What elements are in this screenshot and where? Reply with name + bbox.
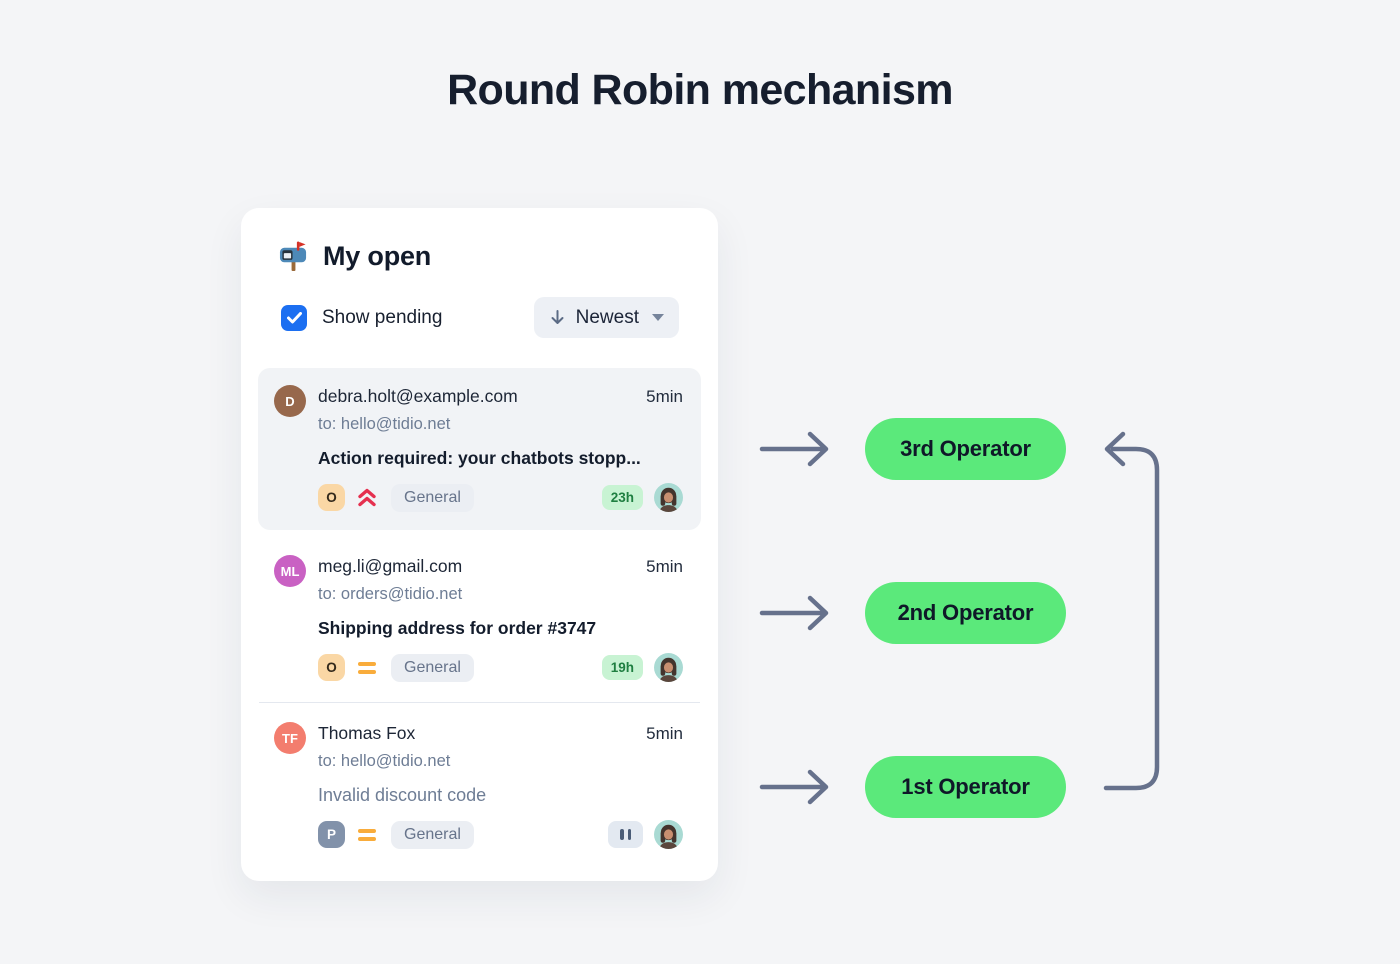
avatar-initials: TF [282, 730, 298, 746]
list-divider [259, 702, 700, 703]
recipient-label: to: orders@tidio.net [318, 585, 463, 603]
arrow-right-icon [759, 595, 829, 631]
inbox-title: My open [323, 241, 432, 271]
operator-1-button[interactable]: 1st Operator [865, 756, 1066, 818]
avatar: D [274, 385, 306, 417]
page-title: Round Robin mechanism [447, 66, 953, 114]
sender-email: debra.holt@example.com [318, 386, 518, 406]
recipient-label: to: hello@tidio.net [318, 752, 451, 770]
conversation-item-thomas[interactable]: TF Thomas Fox 5min to: hello@tidio.net I… [258, 705, 701, 867]
sort-dropdown[interactable]: Newest [533, 297, 679, 338]
conversation-list: D debra.holt@example.com 5min to: hello@… [258, 368, 701, 867]
sla-badge: 23h [601, 485, 643, 510]
avatar-initials: ML [280, 563, 300, 579]
filter-row: Show pending Newest [281, 297, 679, 338]
assignee-avatar [654, 820, 683, 849]
subject-line: Invalid discount code [318, 785, 487, 805]
time-label: 5min [646, 724, 683, 743]
operator-3-button[interactable]: 3rd Operator [865, 418, 1066, 480]
check-icon [286, 311, 302, 323]
arrow-right-icon [759, 431, 829, 467]
subject-line: Action required: your chatbots stopp... [318, 448, 641, 468]
avatar: TF [274, 722, 306, 754]
channel-badge-open: O [318, 654, 345, 681]
show-pending-label: Show pending [322, 306, 443, 328]
priority-medium-icon [354, 828, 380, 841]
inbox-header: My open [279, 241, 682, 272]
inbox-panel: My open Show pending Newest D [241, 208, 718, 881]
sender-name: Thomas Fox [318, 723, 416, 743]
loop-arrow [1103, 431, 1160, 791]
assignee-avatar [654, 483, 683, 512]
arrow-right-icon [759, 769, 829, 805]
time-label: 5min [646, 557, 683, 576]
assignee-avatar [654, 653, 683, 682]
caret-down-icon [652, 314, 664, 321]
priority-medium-icon [354, 661, 380, 674]
conversation-item-meg[interactable]: ML meg.li@gmail.com 5min to: orders@tidi… [258, 538, 701, 700]
avatar: ML [274, 555, 306, 587]
priority-high-icon [354, 486, 380, 509]
show-pending-checkbox[interactable] [281, 304, 307, 331]
time-label: 5min [646, 387, 683, 406]
tag-general: General [391, 653, 474, 682]
tag-general: General [391, 820, 474, 849]
conversation-item-debra[interactable]: D debra.holt@example.com 5min to: hello@… [258, 368, 701, 530]
sla-badge: 19h [601, 655, 643, 680]
tag-general: General [391, 483, 474, 512]
channel-badge-pending: P [318, 821, 345, 848]
pause-icon [608, 821, 643, 848]
sort-descending-icon [551, 310, 564, 324]
recipient-label: to: hello@tidio.net [318, 415, 451, 433]
avatar-initials: D [285, 393, 295, 409]
subject-line: Shipping address for order #3747 [318, 618, 597, 638]
mailbox-icon [279, 241, 308, 272]
operator-2-button[interactable]: 2nd Operator [865, 582, 1066, 644]
sender-email: meg.li@gmail.com [318, 556, 463, 576]
sort-label: Newest [575, 306, 639, 328]
channel-badge-open: O [318, 484, 345, 511]
